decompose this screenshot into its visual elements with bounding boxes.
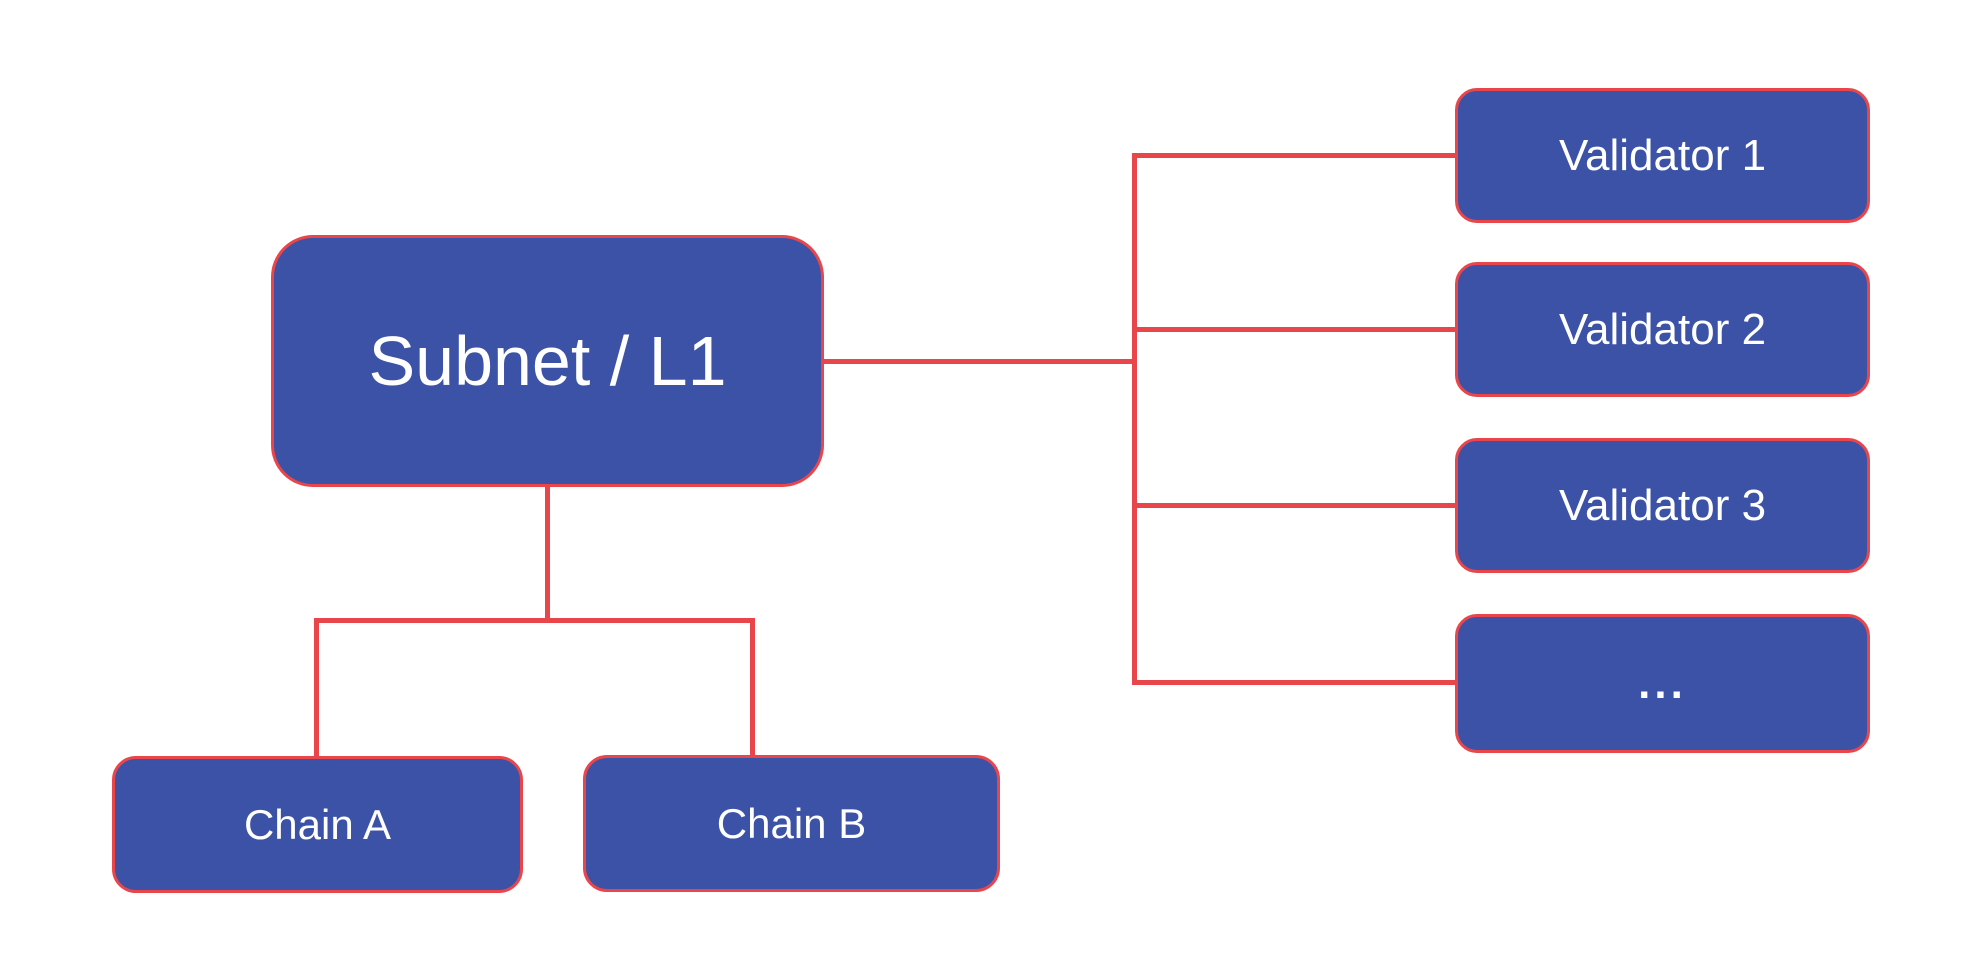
validator-1-label: Validator 1 xyxy=(1558,130,1767,180)
validator-2-label: Validator 2 xyxy=(1558,304,1767,354)
connector-branch-validator-3 xyxy=(1132,503,1458,508)
subnet-l1-node: Subnet / L1 xyxy=(271,235,824,487)
connector-subnet-stem xyxy=(545,485,550,622)
chain-a-node: Chain A xyxy=(112,756,523,893)
connector-subnet-to-trunk xyxy=(818,359,1137,364)
subnet-l1-label: Subnet / L1 xyxy=(368,322,727,400)
connector-validator-trunk xyxy=(1132,153,1137,685)
connector-chains-bar xyxy=(314,618,755,623)
validator-3-label: Validator 3 xyxy=(1558,480,1767,530)
chain-a-label: Chain A xyxy=(243,800,392,848)
connector-branch-validator-2 xyxy=(1132,327,1458,332)
validator-more-label: ... xyxy=(1638,658,1687,708)
validator-more-node: ... xyxy=(1455,614,1870,753)
connector-branch-validator-1 xyxy=(1132,153,1458,158)
connector-chain-a-drop xyxy=(314,618,319,758)
validator-3-node: Validator 3 xyxy=(1455,438,1870,573)
connector-chain-b-drop xyxy=(750,618,755,758)
chain-b-label: Chain B xyxy=(716,799,867,847)
chain-b-node: Chain B xyxy=(583,755,1000,892)
validator-2-node: Validator 2 xyxy=(1455,262,1870,397)
connector-branch-validator-more xyxy=(1132,680,1458,685)
validator-1-node: Validator 1 xyxy=(1455,88,1870,223)
